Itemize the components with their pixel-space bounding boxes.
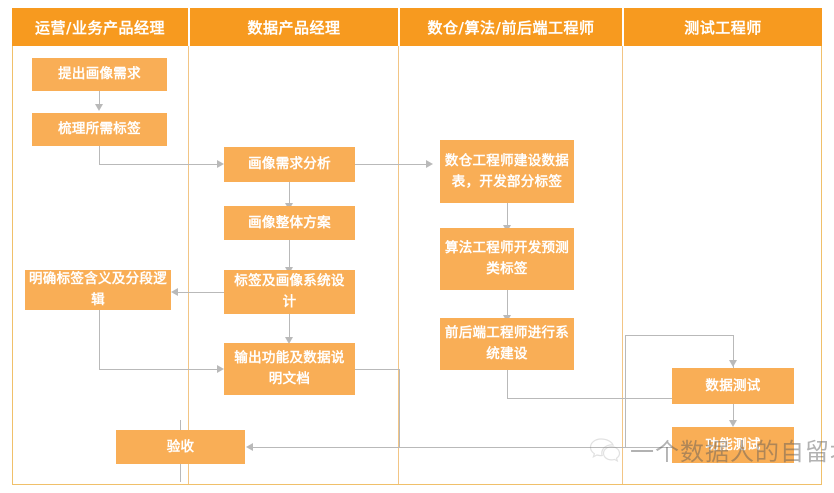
lane-header-data-pm-label: 数据产品经理 [247, 18, 341, 37]
arrowhead-n8-n10 [217, 365, 224, 373]
node-label: 输出功能及数据说明文档 [234, 350, 345, 387]
node-portrait-requirement-analysis[interactable]: 画像需求分析 [224, 147, 355, 182]
frame-right [821, 8, 822, 485]
connector-n4-n7-v [289, 240, 290, 270]
connector-n9-n11-v3 [625, 335, 626, 447]
wechat-icon [588, 436, 622, 464]
arrowhead-n2-n3 [217, 160, 224, 168]
connector-n3-n4-v [289, 182, 290, 206]
connector-n1-n2 [99, 91, 100, 107]
lane-header-qa-label: 测试工程师 [684, 18, 762, 37]
node-frontend-backend-system-build[interactable]: 前后端工程师进行系统建设 [440, 318, 574, 370]
node-label: 算法工程师开发预测类标签 [444, 240, 570, 277]
connector-n2-n3-h [99, 164, 218, 165]
connector-n3-n5-h [355, 164, 427, 165]
node-label: 前后端工程师进行系统建设 [444, 325, 570, 362]
arrowhead-n7-n10 [284, 337, 293, 344]
node-function-test[interactable]: 功能测试 [672, 427, 794, 463]
connector-n11-n12-v [733, 404, 734, 422]
frame-bottom [12, 484, 822, 485]
arrowhead-acceptance [246, 443, 253, 451]
connector-n7-n8-h [178, 292, 226, 293]
connector-n10-n13-v [399, 369, 400, 447]
lane-header-ops-label: 运营/业务产品经理 [35, 18, 165, 37]
node-data-test[interactable]: 数据测试 [672, 368, 794, 404]
connector-n2-n3-v [99, 146, 100, 164]
node-algorithm-engineer-predictive-tags[interactable]: 算法工程师开发预测类标签 [440, 228, 574, 290]
lane-header-qa: 测试工程师 [624, 8, 822, 46]
arrowhead-n1-n2 [94, 104, 103, 111]
arrowhead-n3-n5 [426, 160, 433, 168]
arrowhead-n7-n8 [171, 288, 178, 296]
connector-acceptance-stub-top [180, 420, 181, 430]
lane-header-eng-label: 数仓/算法/前后端工程师 [427, 18, 595, 37]
node-label: 验收 [166, 438, 195, 455]
node-tag-and-portrait-system-design[interactable]: 标签及画像系统设计 [224, 270, 355, 314]
node-clarify-tag-meaning-and-segmentation[interactable]: 明确标签含义及分段逻辑 [25, 270, 171, 310]
node-label: 明确标签含义及分段逻辑 [29, 271, 167, 308]
frame-left [12, 8, 13, 485]
arrowhead-n11-n12 [728, 420, 737, 427]
connector-n8-n10-v [99, 310, 100, 369]
connector-n8-n10-h [99, 369, 218, 370]
node-label: 梳理所需标签 [58, 121, 141, 137]
connector-n5-n6-v [507, 203, 508, 228]
node-label: 画像整体方案 [248, 214, 331, 231]
node-propose-portrait-requirement[interactable]: 提出画像需求 [32, 58, 167, 91]
lane-header-ops: 运营/业务产品经理 [12, 8, 188, 46]
node-label: 提出画像需求 [58, 66, 141, 82]
node-label: 标签及画像系统设计 [234, 273, 345, 310]
node-label: 功能测试 [705, 436, 761, 453]
node-label: 画像需求分析 [248, 156, 331, 172]
header-divider-2 [398, 8, 400, 46]
node-output-function-and-data-doc[interactable]: 输出功能及数据说明文档 [224, 343, 355, 395]
node-label: 数据测试 [705, 377, 761, 394]
arrowhead-n9-n11 [728, 360, 737, 367]
lane-header-eng: 数仓/算法/前后端工程师 [400, 8, 622, 46]
node-warehouse-engineer-build-tables[interactable]: 数仓工程师建设数据表，开发部分标签 [440, 140, 574, 203]
node-portrait-overall-plan[interactable]: 画像整体方案 [224, 206, 355, 240]
lane-divider-1 [188, 46, 189, 484]
connector-n6-n9-v [507, 290, 508, 318]
connector-n10-n13-h1 [355, 369, 400, 370]
connector-acceptance-stub-bottom [180, 464, 181, 482]
connector-n9-n11-h [507, 398, 734, 399]
header-divider-3 [622, 8, 624, 46]
connector-n9-n11-v1 [507, 370, 508, 398]
lane-divider-3 [622, 46, 623, 484]
connector-bottom-to-acceptance [253, 447, 733, 448]
lane-header-data-pm: 数据产品经理 [190, 8, 398, 46]
lane-divider-2 [398, 46, 399, 484]
node-sort-required-tags[interactable]: 梳理所需标签 [32, 113, 167, 146]
connector-n9-n11-h2 [625, 335, 734, 336]
header-divider-1 [188, 8, 190, 46]
lane-header-band [12, 8, 822, 46]
node-acceptance[interactable]: 验收 [116, 430, 245, 464]
node-label: 数仓工程师建设数据表，开发部分标签 [444, 152, 570, 190]
connector-n7-n10-v [289, 314, 290, 340]
